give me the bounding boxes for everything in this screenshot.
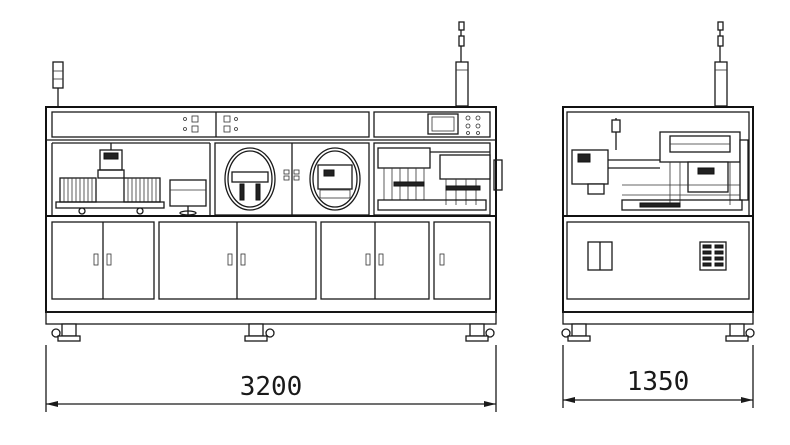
side-panel-features [587, 241, 727, 271]
side-mechanism [571, 118, 749, 211]
vent-grille-icon [702, 244, 724, 267]
dimension-front: 3200 [45, 345, 497, 412]
right-mechanism [373, 142, 503, 216]
side-cylinder-mast-icon [714, 21, 728, 107]
hmi-panel-icon [427, 113, 481, 135]
side-leveling-feet [561, 323, 755, 342]
front-view: 3200 [45, 21, 503, 412]
left-mechanism [55, 143, 207, 216]
dimension-front-label: 3200 [240, 372, 303, 402]
dimension-side: 1350 [562, 345, 754, 408]
dimension-side-label: 1350 [627, 367, 690, 397]
leveling-feet [51, 323, 495, 342]
cabinet-doors [51, 221, 491, 300]
center-oval-windows [214, 142, 370, 216]
side-view: 1350 [561, 21, 755, 408]
signal-tower-icon [52, 61, 64, 108]
control-buttons-left [183, 115, 238, 133]
cylinder-mast-icon [455, 21, 469, 107]
